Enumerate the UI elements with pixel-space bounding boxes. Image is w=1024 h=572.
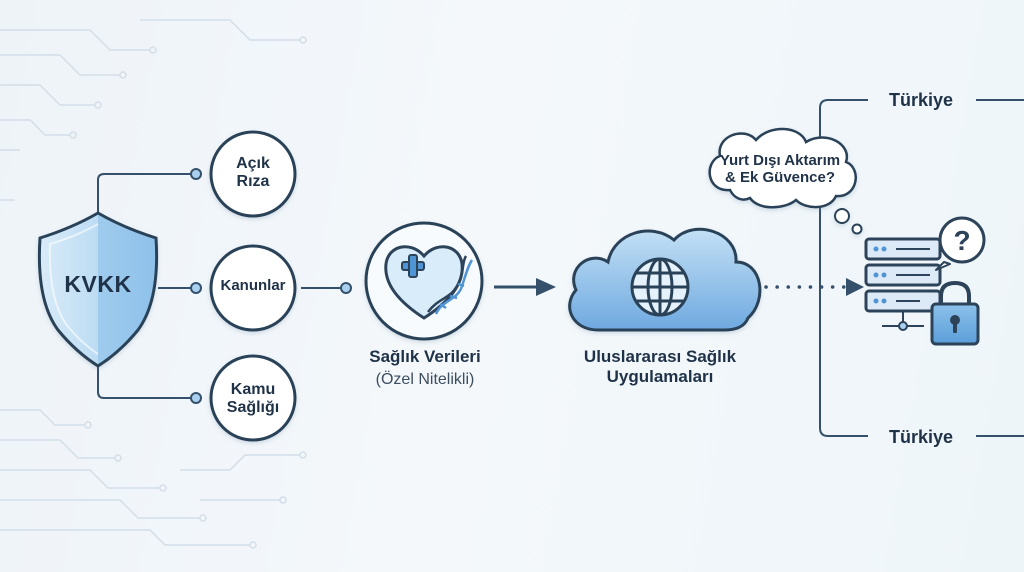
node-label-kanunlar: Kanunlar [205,277,301,294]
node-kanunlar [209,244,297,332]
dna-helix-icon [427,255,474,315]
border-label-top: Türkiye [888,90,954,110]
globe-icon [630,257,690,317]
node-label-acik-riza: Açık Rıza [210,155,296,192]
svg-text:?: ? [953,225,970,256]
border-brackets [819,99,1024,437]
shield-label: KVKK [64,271,132,297]
shield-connectors [97,173,194,399]
question-mark-icon: ? [935,216,986,271]
node-label-kamu-sagligi: Kamu Sağlığı [210,381,296,418]
kamu-sagligi-text: Kamu Sağlığı [226,381,280,417]
shield-icon [37,211,159,368]
node-kamu-sagligi [209,354,297,442]
thought-bubble [708,127,863,235]
thought-bubble-label: Yurt Dışı Aktarım & Ek Güvence? [719,152,841,187]
server-icon [864,237,942,331]
cloud-globe-icon [568,227,762,332]
dotted-arrow-to-server [764,278,864,296]
padlock-icon [930,280,980,346]
medical-cross-icon [401,254,425,278]
heart-dna-icon [364,221,484,341]
node-acik-riza [209,130,297,218]
border-label-bottom: Türkiye [888,427,954,447]
kanunlar-text: Kanunlar [220,277,286,294]
health-data-title: Sağlık Verileri [369,347,481,366]
arrow-to-cloud [494,278,556,296]
circuit-traces-background [0,19,307,549]
cloud-label: Uluslararası Sağlık Uygulamaları [583,347,737,386]
connector-dots [190,168,352,404]
acik-riza-text: Açık Rıza [236,155,270,191]
health-data-subtitle: (Özel Nitelikli) [375,371,475,388]
